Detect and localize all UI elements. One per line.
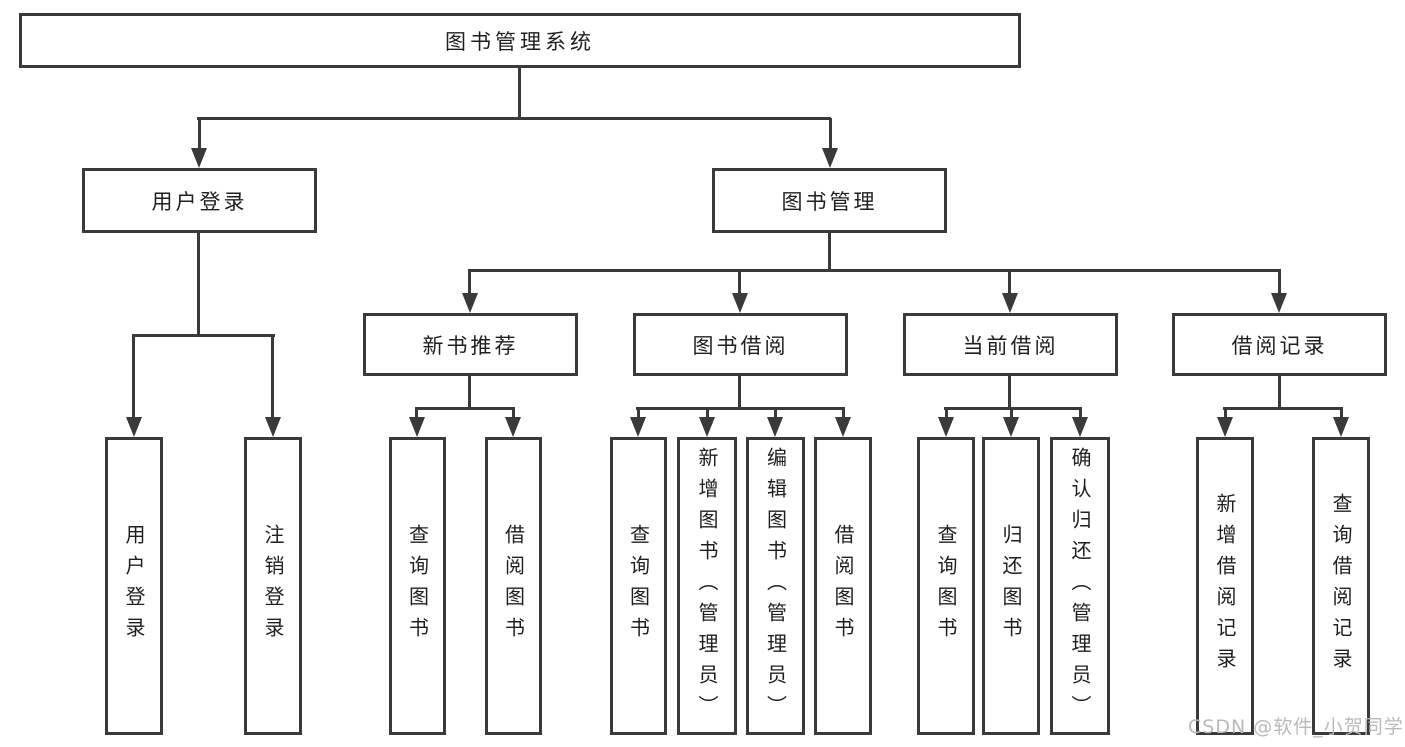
- node-borrow-records: 借阅记录: [1172, 313, 1387, 376]
- leaf-logout-label: 注销登录: [261, 524, 285, 648]
- node-current-borrow-label: 当前借阅: [962, 333, 1059, 358]
- node-user-login-label: 用户登录: [151, 189, 248, 214]
- leaf-edit-books-admin: 编辑图书（管理员）: [746, 437, 805, 735]
- arrow-down-icon: [1072, 417, 1088, 437]
- connector-line: [829, 118, 832, 152]
- arrow-down-icon: [630, 417, 646, 437]
- node-root-label: 图书管理系统: [445, 29, 595, 54]
- leaf-confirm-return-admin-label: 确认归还（管理员）: [1068, 446, 1092, 726]
- leaf-add-borrow-record: 新增借阅记录: [1196, 437, 1254, 735]
- csdn-watermark: CSDN @软件_小贺同学: [1188, 716, 1404, 738]
- arrow-down-icon: [822, 148, 838, 168]
- arrow-down-icon: [1217, 417, 1233, 437]
- leaf-return-books: 归还图书: [982, 437, 1040, 735]
- arrow-down-icon: [938, 417, 954, 437]
- leaf-add-books-admin-label: 新增图书（管理员）: [695, 446, 719, 726]
- connector-line: [197, 117, 831, 120]
- connector-line: [637, 408, 640, 421]
- leaf-user-login-label: 用户登录: [122, 524, 146, 648]
- connector-line: [842, 408, 845, 421]
- leaf-borrow-books-1: 借阅图书: [485, 437, 542, 735]
- connector-line: [706, 408, 709, 421]
- connector-line: [738, 270, 741, 297]
- arrow-down-icon: [732, 293, 748, 313]
- leaf-query-books-2: 查询图书: [610, 437, 667, 735]
- leaf-edit-books-admin-label: 编辑图书（管理员）: [763, 446, 788, 726]
- leaf-borrow-books-2-label: 借阅图书: [831, 524, 855, 648]
- node-new-book-rec-label: 新书推荐: [422, 333, 519, 358]
- node-root: 图书管理系统: [19, 13, 1021, 68]
- arrow-down-icon: [191, 148, 207, 168]
- connector-line: [197, 233, 200, 336]
- connector-line: [415, 407, 515, 410]
- arrow-down-icon: [699, 417, 715, 437]
- leaf-add-books-admin: 新增图书（管理员）: [677, 437, 737, 735]
- leaf-add-borrow-record-label: 新增借阅记录: [1213, 493, 1237, 679]
- arrow-down-icon: [1271, 293, 1287, 313]
- leaf-query-borrow-record-label: 查询借阅记录: [1329, 493, 1353, 679]
- arrow-down-icon: [1002, 293, 1018, 313]
- node-new-book-rec: 新书推荐: [363, 313, 578, 376]
- connector-line: [415, 408, 418, 421]
- connector-line: [468, 270, 471, 297]
- node-borrow-records-label: 借阅记录: [1231, 333, 1328, 358]
- leaf-query-borrow-record: 查询借阅记录: [1312, 437, 1370, 735]
- arrow-down-icon: [1003, 417, 1019, 437]
- leaf-borrow-books-2: 借阅图书: [814, 437, 872, 735]
- connector-line: [1008, 376, 1011, 410]
- connector-line: [518, 68, 521, 118]
- connector-line: [738, 376, 741, 410]
- node-current-borrow: 当前借阅: [903, 313, 1118, 376]
- connector-line: [468, 376, 471, 410]
- connector-line: [636, 407, 845, 410]
- connector-line: [198, 118, 201, 152]
- connector-line: [1224, 408, 1227, 421]
- connector-line: [1079, 408, 1082, 421]
- node-book-borrow-label: 图书借阅: [692, 333, 789, 358]
- leaf-query-books-3-label: 查询图书: [934, 524, 958, 648]
- connector-line: [945, 408, 948, 421]
- connector-line: [468, 269, 1281, 272]
- arrow-down-icon: [462, 293, 478, 313]
- connector-line: [1278, 376, 1281, 410]
- connector-line: [1010, 408, 1013, 421]
- connector-line: [1278, 270, 1281, 297]
- arrow-down-icon: [767, 417, 783, 437]
- leaf-query-books-3: 查询图书: [917, 437, 975, 735]
- connector-line: [944, 407, 1082, 410]
- leaf-query-books-2-label: 查询图书: [626, 524, 651, 648]
- node-book-mgmt: 图书管理: [712, 168, 947, 233]
- connector-line: [132, 335, 135, 419]
- arrow-down-icon: [835, 417, 851, 437]
- leaf-borrow-books-1-label: 借阅图书: [501, 524, 526, 648]
- node-user-login: 用户登录: [82, 168, 317, 233]
- leaf-query-books-1: 查询图书: [389, 437, 446, 735]
- leaf-query-books-1-label: 查询图书: [405, 524, 430, 648]
- arrow-down-icon: [409, 417, 425, 437]
- node-book-mgmt-label: 图书管理: [781, 189, 878, 214]
- arrow-down-icon: [265, 417, 281, 437]
- leaf-user-login: 用户登录: [105, 437, 163, 735]
- connector-line: [774, 408, 777, 421]
- arrow-down-icon: [126, 417, 142, 437]
- connector-line: [132, 334, 275, 337]
- connector-line: [1340, 408, 1343, 421]
- arrow-down-icon: [1333, 417, 1349, 437]
- connector-line: [828, 233, 831, 272]
- connector-line: [1008, 270, 1011, 297]
- arrow-down-icon: [505, 417, 521, 437]
- connector-line: [271, 335, 274, 419]
- leaf-confirm-return-admin: 确认归还（管理员）: [1050, 437, 1110, 735]
- leaf-logout: 注销登录: [244, 437, 302, 735]
- node-book-borrow: 图书借阅: [633, 313, 848, 376]
- connector-line: [512, 408, 515, 421]
- leaf-return-books-label: 归还图书: [999, 524, 1023, 648]
- connector-line: [1223, 407, 1343, 410]
